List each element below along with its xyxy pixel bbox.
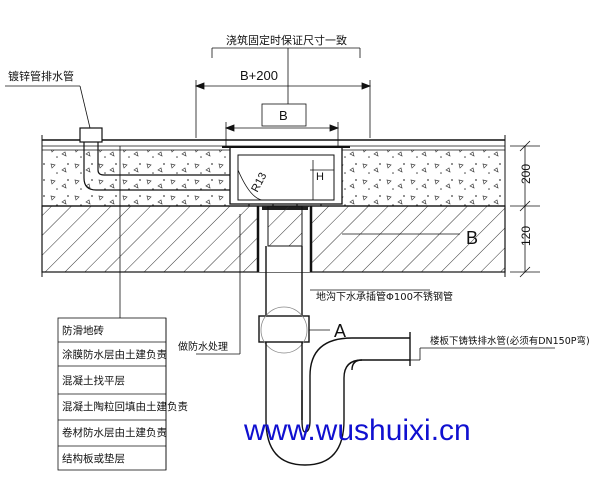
watermark: www.wushuixi.cn (243, 414, 471, 447)
sleeve-label: 地沟下水承插管Φ100不锈钢管 (316, 290, 453, 303)
layer-item: 结构板或垫层 (62, 452, 125, 465)
height-label: H (316, 171, 324, 183)
cast-iron-pipe-label: 楼板下铸铁排水管(必须有DN150P弯) (430, 335, 590, 347)
layer-legend: 防滑地砖 涂膜防水层由土建负责 混凝土找平层 混凝土陶粒回填由土建负责 卷材防水… (62, 324, 188, 465)
waterproof-label: 做防水处理 (178, 340, 228, 353)
galvanized-pipe (79, 127, 230, 191)
dim-b-plus-200: B+200 (240, 68, 278, 83)
layer-item: 混凝土找平层 (62, 374, 125, 387)
section-a-label: A (334, 321, 346, 341)
leader-lines (5, 85, 555, 471)
dim-200: 200 (519, 164, 533, 184)
layer-item: 防滑地砖 (62, 324, 104, 337)
section-b-label: B (466, 228, 478, 248)
top-note: 浇筑固定时保证尺寸一致 (226, 33, 347, 47)
dim-b: B (279, 108, 288, 123)
pipe-label: 镀锌管排水管 (8, 69, 74, 83)
dim-120: 120 (519, 226, 533, 246)
layer-item: 混凝土陶粒回填由土建负责 (62, 400, 188, 413)
drain-pipe-p-trap (258, 246, 411, 466)
layer-item: 涂膜防水层由土建负责 (62, 348, 167, 361)
layer-item: 卷材防水层由土建负责 (62, 426, 167, 439)
dimension-lines (194, 47, 540, 278)
